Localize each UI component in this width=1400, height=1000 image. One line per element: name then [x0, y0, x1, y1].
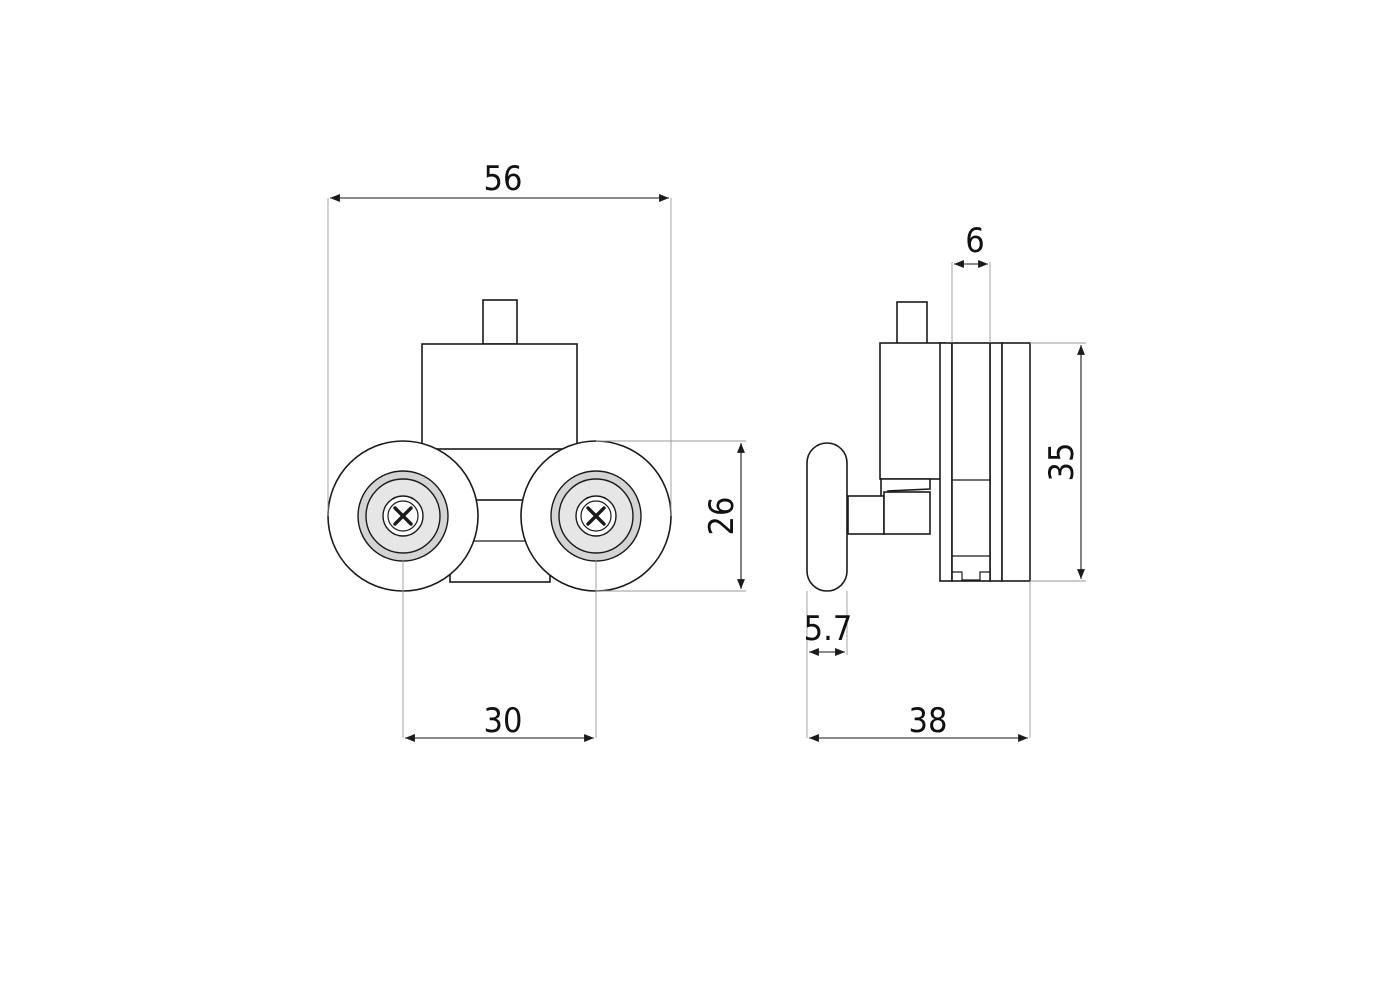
left-screw-cross-icon [393, 506, 413, 526]
dim-label-body-height: 35 [1042, 443, 1082, 482]
front-top-pin [482, 299, 518, 345]
right-screw-cross-icon [586, 506, 606, 526]
front-view: 56 30 26 [327, 159, 746, 742]
side-top-pin [896, 301, 928, 345]
right-wheel-screw-inner [580, 500, 612, 532]
dim-label-glass-slot: 6 [965, 221, 984, 261]
side-axle-bushing [847, 495, 885, 535]
front-body [421, 343, 578, 450]
side-glass-slot [951, 342, 991, 582]
side-slot-notch [952, 571, 990, 581]
side-clamp-left-plate [939, 342, 953, 582]
left-wheel-screw-inner [387, 500, 419, 532]
dim-label-overall-width: 56 [484, 159, 523, 199]
side-view: 6 35 5.7 38 [804, 221, 1086, 742]
side-body [879, 342, 946, 480]
side-axle-housing [883, 491, 931, 535]
side-clamp-right-plate [989, 342, 1003, 582]
dim-label-wheel-spacing: 30 [484, 701, 523, 741]
dim-label-overall-depth: 38 [909, 701, 948, 741]
dim-label-wheel-thickness: 5.7 [804, 609, 853, 649]
side-outer-plate [1001, 342, 1031, 582]
side-wheel [806, 442, 848, 592]
dim-label-wheel-height: 26 [702, 497, 742, 536]
